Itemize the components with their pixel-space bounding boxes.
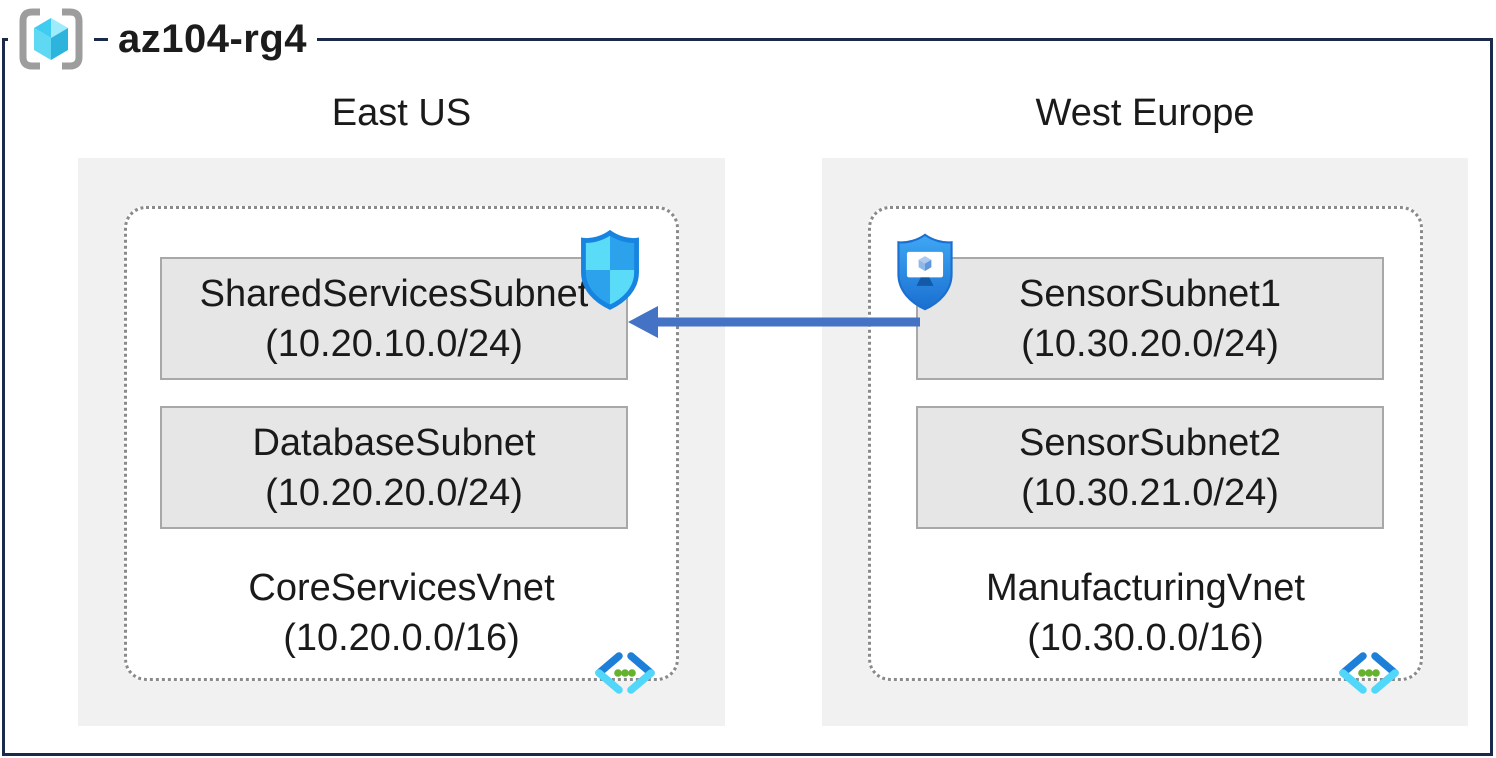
vnet-name: ManufacturingVnet: [986, 567, 1305, 609]
subnet-cidr: (10.30.21.0/24): [1021, 471, 1279, 514]
subnet-cidr: (10.20.20.0/24): [265, 471, 523, 514]
vnet-cidr: (10.30.0.0/16): [1027, 617, 1264, 659]
vnet-name: CoreServicesVnet: [248, 567, 555, 609]
resource-group-icon: [8, 5, 94, 73]
resource-group-header: az104-rg4: [8, 5, 318, 73]
vnet-label-manufacturing: ManufacturingVnet (10.30.0.0/16): [868, 563, 1423, 663]
virtual-network-icon: [595, 652, 655, 694]
region-label-west-europe: West Europe: [1035, 92, 1255, 134]
vnet-label-core-services: CoreServicesVnet (10.20.0.0/16): [124, 563, 679, 663]
subnet-shared-services: SharedServicesSubnet (10.20.10.0/24): [160, 257, 628, 380]
vnet-peering-arrow: [628, 306, 920, 338]
subnet-name: SensorSubnet2: [1019, 421, 1281, 464]
subnet-sensor-1: SensorSubnet1 (10.30.20.0/24): [916, 257, 1384, 380]
subnet-name: SensorSubnet1: [1019, 272, 1281, 315]
subnet-name: DatabaseSubnet: [252, 421, 536, 464]
network-security-group-shield-icon: [581, 229, 639, 310]
region-label-east-us: East US: [331, 92, 472, 134]
subnet-database: DatabaseSubnet (10.20.20.0/24): [160, 406, 628, 529]
subnet-cidr: (10.20.10.0/24): [265, 322, 523, 365]
virtual-network-icon: [1339, 652, 1399, 694]
resource-group-title: az104-rg4: [108, 5, 318, 73]
subnet-name: SharedServicesSubnet: [199, 272, 589, 315]
subnet-sensor-2: SensorSubnet2 (10.30.21.0/24): [916, 406, 1384, 529]
bastion-shield-icon: [897, 233, 953, 311]
subnet-cidr: (10.30.20.0/24): [1021, 322, 1279, 365]
vnet-cidr: (10.20.0.0/16): [283, 617, 520, 659]
